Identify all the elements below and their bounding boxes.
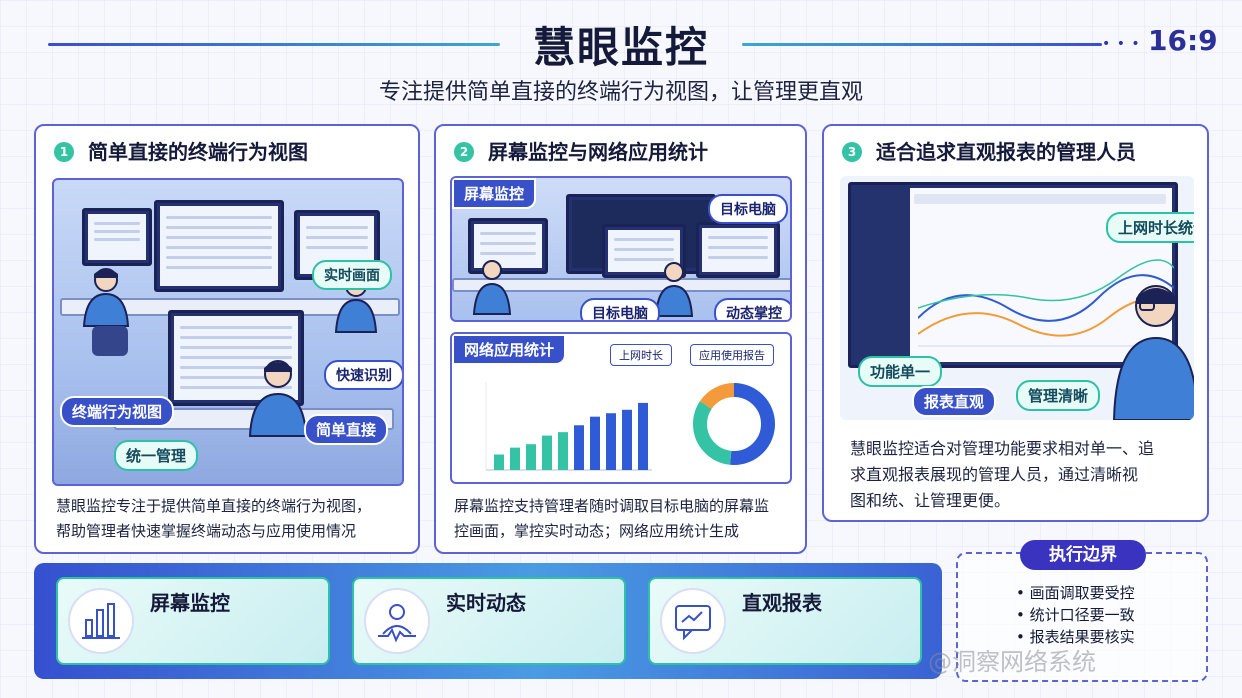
feature-bar: 屏幕监控 实时动态 直观报表 bbox=[34, 563, 942, 679]
report-chat-icon bbox=[660, 588, 726, 654]
desc-line: 图和统、让管理更便。 bbox=[850, 491, 1011, 510]
tag-dynamic-control: 动态掌控 bbox=[714, 298, 790, 320]
boundary-item-text: 画面调取要受控 bbox=[1029, 584, 1135, 602]
person-figure bbox=[654, 262, 694, 317]
header-line-left bbox=[48, 43, 500, 46]
desc-line: 慧眼监控专注于提供简单直接的终端行为视图， bbox=[56, 497, 372, 515]
header-line-right bbox=[742, 43, 1102, 46]
tag-unified-mgmt: 统一管理 bbox=[114, 440, 199, 471]
panel-title: 简单直接的终端行为视图 bbox=[88, 140, 308, 164]
chart-bar bbox=[638, 402, 648, 470]
watermark: @洞察网络系统 bbox=[928, 648, 1096, 676]
screen-monitor-scene: 屏幕监控 目标电脑 目标电脑 动态掌控 bbox=[450, 176, 792, 322]
feature-title: 屏幕监控 bbox=[150, 591, 230, 615]
monitor bbox=[82, 208, 152, 266]
bar-chart bbox=[485, 382, 652, 471]
tag-report-intuitive: 报表直观 bbox=[912, 386, 997, 417]
donut-chart bbox=[693, 383, 775, 465]
panel-number: 3 bbox=[842, 142, 862, 162]
panel-description: 慧眼监控适合对管理功能要求相对单一、追 求直观报表展现的管理人员，通过清晰视 图… bbox=[850, 436, 1154, 514]
panel-number: 1 bbox=[54, 142, 74, 162]
tag-screen-monitor: 屏幕监控 bbox=[452, 178, 537, 209]
chart-bar bbox=[526, 444, 536, 470]
boundary-item-text: 报表结果要核实 bbox=[1029, 628, 1135, 646]
page-subtitle: 专注提供简单直接的终端行为视图，让管理更直观 bbox=[378, 80, 863, 105]
desc-line: 帮助管理者快速掌握终端动态与应用使用情况 bbox=[56, 522, 357, 540]
monitor bbox=[154, 200, 284, 292]
manager-figure bbox=[1112, 285, 1194, 420]
feature-card-report: 直观报表 bbox=[648, 577, 922, 665]
panel-screen-network: 2 屏幕监控与网络应用统计 屏幕监控 目标电脑 目标电脑 动态掌控 网络应用统计… bbox=[434, 124, 807, 554]
chart-bar bbox=[606, 413, 616, 470]
tag-target-pc: 目标电脑 bbox=[708, 194, 788, 224]
tag-terminal-view: 终端行为视图 bbox=[60, 396, 175, 427]
desk bbox=[452, 278, 790, 292]
header-dots: • • • bbox=[1102, 36, 1141, 52]
boundary-box bbox=[956, 552, 1208, 682]
monitor bbox=[468, 218, 548, 274]
boundary-title: 执行边界 bbox=[1020, 540, 1146, 570]
boundary-item: • 统计口径要一致 bbox=[1016, 606, 1135, 624]
panel-number: 2 bbox=[454, 142, 474, 162]
panel-report-managers: 3 适合追求直观报表的管理人员 上网时长统计 功能单一 报表直观 管理清晰 bbox=[822, 124, 1209, 522]
boundary-item-text: 统计口径要一致 bbox=[1029, 606, 1135, 624]
network-stats-scene: 网络应用统计 上网时长 应用使用报告 bbox=[450, 332, 792, 484]
chart-bar bbox=[590, 416, 600, 470]
office-illustration: 实时画面 快速识别 终端行为视图 简单直接 统一管理 bbox=[52, 178, 404, 486]
tag-target-pc: 目标电脑 bbox=[580, 298, 660, 320]
page-title: 慧眼监控 bbox=[532, 23, 709, 72]
panel-terminal-view: 1 简单直接的终端行为视图 实时画面 快速识别 终端行为视图 简单直接 bbox=[34, 124, 420, 554]
person-figure bbox=[248, 360, 308, 437]
chart-bar bbox=[622, 409, 632, 470]
chart-bar bbox=[494, 454, 504, 470]
feature-card-realtime: 实时动态 bbox=[352, 577, 626, 665]
monitor bbox=[168, 310, 304, 406]
tag-fast-identify: 快速识别 bbox=[324, 360, 402, 390]
person-pulse-icon bbox=[364, 588, 430, 654]
person-figure bbox=[472, 260, 512, 315]
tag-simple-direct: 简单直接 bbox=[304, 414, 389, 445]
panel-description: 慧眼监控专注于提供简单直接的终端行为视图， 帮助管理者快速掌握终端动态与应用使用… bbox=[56, 494, 371, 544]
feature-title: 实时动态 bbox=[446, 591, 526, 615]
chart-bar bbox=[574, 425, 584, 470]
desc-line: 求直观报表展现的管理人员，通过清晰视 bbox=[850, 465, 1139, 484]
panel-title: 屏幕监控与网络应用统计 bbox=[488, 140, 708, 164]
tag-single-function: 功能单一 bbox=[858, 356, 943, 387]
aspect-ratio-label: 16:9 bbox=[1148, 24, 1218, 57]
bar-chart-icon bbox=[68, 588, 134, 654]
dashboard-toolbar bbox=[914, 194, 1166, 204]
feature-title: 直观报表 bbox=[742, 591, 822, 615]
dashboard-monitor bbox=[848, 182, 1178, 368]
dashboard-illustration: 上网时长统计 功能单一 报表直观 管理清晰 bbox=[840, 176, 1194, 420]
chart-bar bbox=[510, 447, 520, 470]
tag-realtime: 实时画面 bbox=[312, 260, 392, 290]
tag-mgmt-clear: 管理清晰 bbox=[1016, 380, 1101, 411]
panel-description: 屏幕监控支持管理者随时调取目标电脑的屏幕监 控画面，掌控实时动态；网络应用统计生… bbox=[454, 494, 769, 544]
chip-app-report: 应用使用报告 bbox=[690, 344, 774, 366]
dashboard-sidebar bbox=[854, 188, 910, 362]
desc-line: 慧眼监控适合对管理功能要求相对单一、追 bbox=[850, 439, 1155, 458]
tag-online-stats: 上网时长统计 bbox=[1106, 212, 1194, 243]
panel-title: 适合追求直观报表的管理人员 bbox=[876, 140, 1136, 164]
desc-line: 屏幕监控支持管理者随时调取目标电脑的屏幕监 bbox=[454, 497, 770, 515]
chart-bar bbox=[542, 435, 552, 470]
person-figure bbox=[82, 268, 130, 356]
chart-bar bbox=[558, 432, 568, 470]
feature-card-screen: 屏幕监控 bbox=[56, 577, 330, 665]
boundary-item: • 报表结果要核实 bbox=[1016, 628, 1135, 646]
monitor bbox=[696, 222, 780, 278]
desc-line: 控画面，掌控实时动态；网络应用统计生成 bbox=[454, 522, 740, 540]
tag-network-stats: 网络应用统计 bbox=[452, 334, 567, 365]
chip-online-time: 上网时长 bbox=[610, 344, 672, 366]
boundary-item: • 画面调取要受控 bbox=[1016, 584, 1135, 602]
